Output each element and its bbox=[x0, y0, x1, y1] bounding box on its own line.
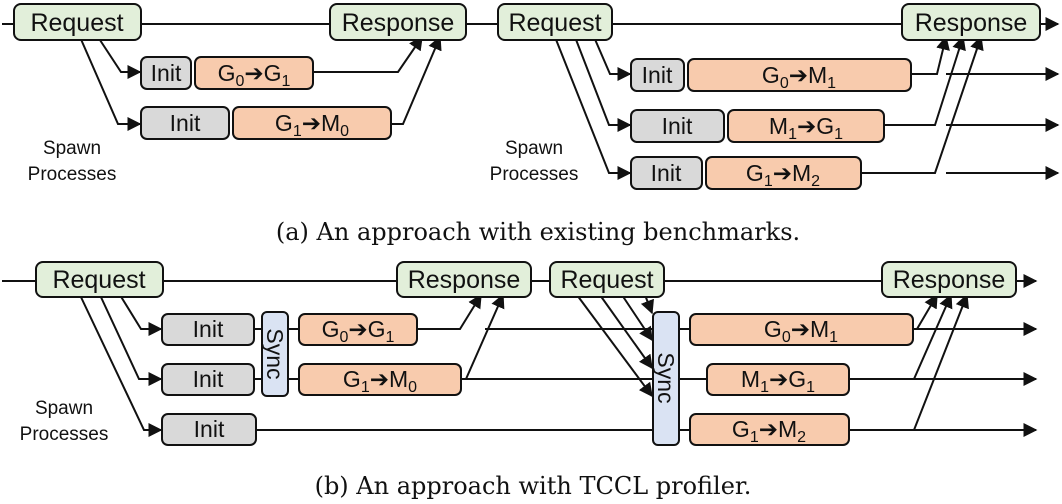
init-label: Init bbox=[194, 416, 225, 442]
init-label: Init bbox=[651, 160, 682, 186]
init-box bbox=[140, 56, 192, 90]
transfer-label: M1➔G1 bbox=[769, 113, 843, 143]
caption-a: (a) An approach with existing benchmarks… bbox=[276, 218, 800, 246]
init-box bbox=[630, 58, 685, 92]
spawn-arrow bbox=[621, 294, 653, 342]
init-label: Init bbox=[662, 113, 693, 139]
transfer-label: G0➔G1 bbox=[322, 316, 395, 346]
row-line bbox=[913, 293, 938, 330]
response-box bbox=[329, 3, 467, 41]
spawn-arrow bbox=[576, 294, 653, 398]
transfer-label: G1➔M2 bbox=[732, 416, 806, 446]
sync-box bbox=[261, 311, 289, 397]
caption-b: (b) An approach with TCCL profiler. bbox=[315, 472, 752, 500]
row-line bbox=[461, 293, 505, 380]
transfer-box bbox=[298, 313, 418, 346]
spawn-arrow bbox=[79, 294, 163, 437]
panel-a-right bbox=[554, 17, 1060, 180]
transfer-box bbox=[689, 413, 850, 446]
spawn-arrow bbox=[79, 36, 142, 131]
row-line bbox=[884, 35, 966, 126]
panel-b-left bbox=[2, 280, 653, 437]
response-label: Response bbox=[893, 266, 1006, 294]
spawn-label: Spawn bbox=[43, 138, 101, 159]
row-line bbox=[861, 35, 984, 174]
response-box bbox=[901, 3, 1041, 41]
sync-box bbox=[652, 311, 680, 446]
init-label: Init bbox=[151, 60, 182, 86]
response-label: Response bbox=[342, 9, 455, 37]
spawn-arrow bbox=[593, 36, 632, 81]
request-box bbox=[549, 261, 665, 298]
transfer-box bbox=[194, 56, 314, 90]
request-box bbox=[13, 3, 142, 41]
row-line bbox=[911, 35, 950, 75]
transfer-box bbox=[706, 363, 850, 396]
init-box bbox=[630, 156, 703, 190]
transfer-label: G0➔M1 bbox=[762, 62, 836, 92]
init-label: Init bbox=[642, 62, 673, 88]
request-label: Request bbox=[30, 9, 123, 37]
transfer-label: M1➔G1 bbox=[741, 366, 815, 396]
request-box bbox=[35, 261, 164, 298]
init-box bbox=[630, 109, 725, 143]
transfer-label: G1➔M2 bbox=[746, 160, 820, 190]
request-label: Request bbox=[560, 266, 653, 294]
request-box bbox=[497, 3, 613, 41]
transfer-box bbox=[705, 156, 862, 190]
response-label: Response bbox=[408, 266, 521, 294]
init-label: Init bbox=[170, 110, 201, 136]
sync-label: Sync bbox=[653, 352, 679, 403]
spawn-label: Processes bbox=[28, 164, 117, 185]
response-box bbox=[396, 261, 532, 298]
response-box bbox=[881, 261, 1017, 298]
row-line bbox=[391, 35, 442, 125]
row-line bbox=[417, 293, 482, 330]
init-label: Init bbox=[193, 366, 224, 392]
row-line bbox=[313, 35, 423, 73]
transfer-label: G0➔G1 bbox=[218, 60, 291, 90]
transfer-box bbox=[232, 106, 392, 140]
init-box bbox=[161, 313, 255, 346]
init-box bbox=[161, 413, 257, 446]
init-box bbox=[161, 363, 255, 396]
spawn-arrow bbox=[574, 36, 632, 132]
spawn-arrow bbox=[599, 294, 653, 370]
panel-b-right bbox=[576, 274, 1038, 437]
init-label: Init bbox=[193, 316, 224, 342]
spawn-arrow bbox=[554, 36, 632, 180]
transfer-box bbox=[687, 58, 912, 92]
request-label: Request bbox=[52, 266, 145, 294]
init-box bbox=[140, 106, 230, 140]
transfer-label: G1➔M0 bbox=[275, 110, 349, 140]
panel-a-left bbox=[2, 23, 498, 131]
transfer-label: G0➔M1 bbox=[764, 316, 838, 346]
sync-label: Sync bbox=[262, 328, 288, 379]
spawn-arrow bbox=[97, 36, 142, 79]
transfer-box bbox=[298, 363, 462, 396]
spawn-arrow bbox=[99, 294, 163, 386]
spawn-label: Processes bbox=[20, 424, 109, 445]
spawn-label: Spawn bbox=[505, 138, 563, 159]
request-label: Request bbox=[508, 9, 601, 37]
spawn-label: Spawn bbox=[35, 398, 93, 419]
transfer-label: G1➔M0 bbox=[343, 366, 417, 396]
spawn-label: Processes bbox=[490, 164, 579, 185]
transfer-box bbox=[727, 109, 885, 143]
transfer-box bbox=[689, 313, 914, 346]
spawn-arrow bbox=[119, 294, 163, 336]
response-label: Response bbox=[915, 9, 1028, 37]
